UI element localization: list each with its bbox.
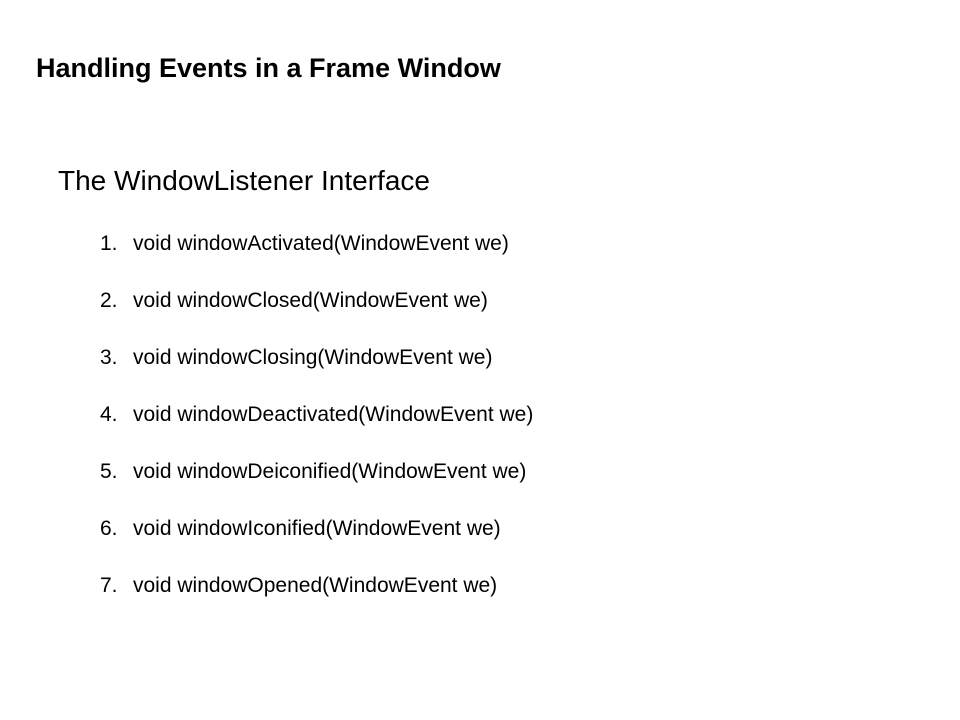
list-item: 3. void windowClosing(WindowEvent we) [100, 340, 533, 397]
list-item-number: 1. [100, 232, 118, 255]
list-item: 6. void windowIconified(WindowEvent we) [100, 511, 533, 568]
list-item-text: void windowDeiconified(WindowEvent we) [133, 460, 527, 483]
list-item-number: 7. [100, 574, 118, 597]
list-item-text: void windowClosing(WindowEvent we) [133, 346, 493, 369]
list-item: 5. void windowDeiconified(WindowEvent we… [100, 454, 533, 511]
list-item-number: 5. [100, 460, 118, 483]
list-item-text: void windowOpened(WindowEvent we) [133, 574, 498, 597]
slide-subheading: The WindowListener Interface [58, 165, 430, 196]
list-item: 1. void windowActivated(WindowEvent we) [100, 226, 533, 283]
list-item-text: void windowIconified(WindowEvent we) [133, 517, 501, 540]
list-item-number: 2. [100, 289, 118, 312]
list-item-text: void windowActivated(WindowEvent we) [133, 232, 509, 255]
slide-title: Handling Events in a Frame Window [36, 53, 501, 83]
list-item: 7. void windowOpened(WindowEvent we) [100, 568, 533, 625]
list-item-text: void windowClosed(WindowEvent we) [133, 289, 488, 312]
list-item: 4. void windowDeactivated(WindowEvent we… [100, 397, 533, 454]
list-item-number: 3. [100, 346, 118, 369]
list-item: 2. void windowClosed(WindowEvent we) [100, 283, 533, 340]
method-list: 1. void windowActivated(WindowEvent we) … [100, 226, 533, 625]
list-item-number: 4. [100, 403, 118, 426]
list-item-number: 6. [100, 517, 118, 540]
list-item-text: void windowDeactivated(WindowEvent we) [133, 403, 534, 426]
